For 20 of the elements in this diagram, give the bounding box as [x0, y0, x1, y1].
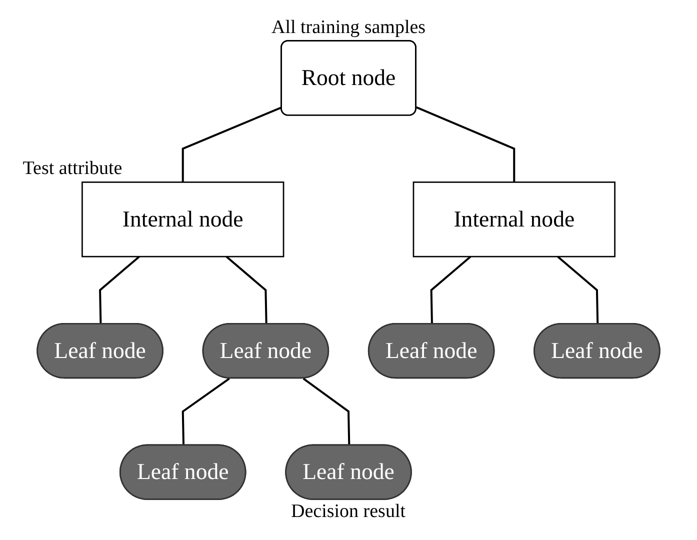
- connector-line: [226, 256, 268, 324]
- connector-line: [182, 378, 230, 446]
- connector-line: [302, 378, 350, 446]
- internal-node-box: Internal node: [82, 182, 284, 258]
- node-caption: Test attribute: [22, 158, 122, 180]
- leaf-node-box: Leaf node: [36, 322, 164, 379]
- connector-line: [430, 256, 472, 324]
- connector-line: [99, 256, 140, 324]
- leaf-node-box: Leaf node: [534, 322, 660, 379]
- leaf-node-box: Leaf node: [285, 444, 412, 500]
- connector-line: [416, 106, 516, 182]
- connector-line: [182, 106, 282, 182]
- leaf-node-box: Leaf node: [202, 322, 330, 379]
- leaf-node-box: Leaf node: [119, 444, 246, 500]
- root-node-box: Root node: [280, 40, 416, 116]
- node-caption: Decision result: [291, 501, 406, 524]
- node-caption: All training samples: [271, 16, 426, 39]
- internal-node-box: Internal node: [412, 182, 616, 258]
- leaf-node-box: Leaf node: [368, 322, 495, 379]
- connector-line: [557, 256, 599, 324]
